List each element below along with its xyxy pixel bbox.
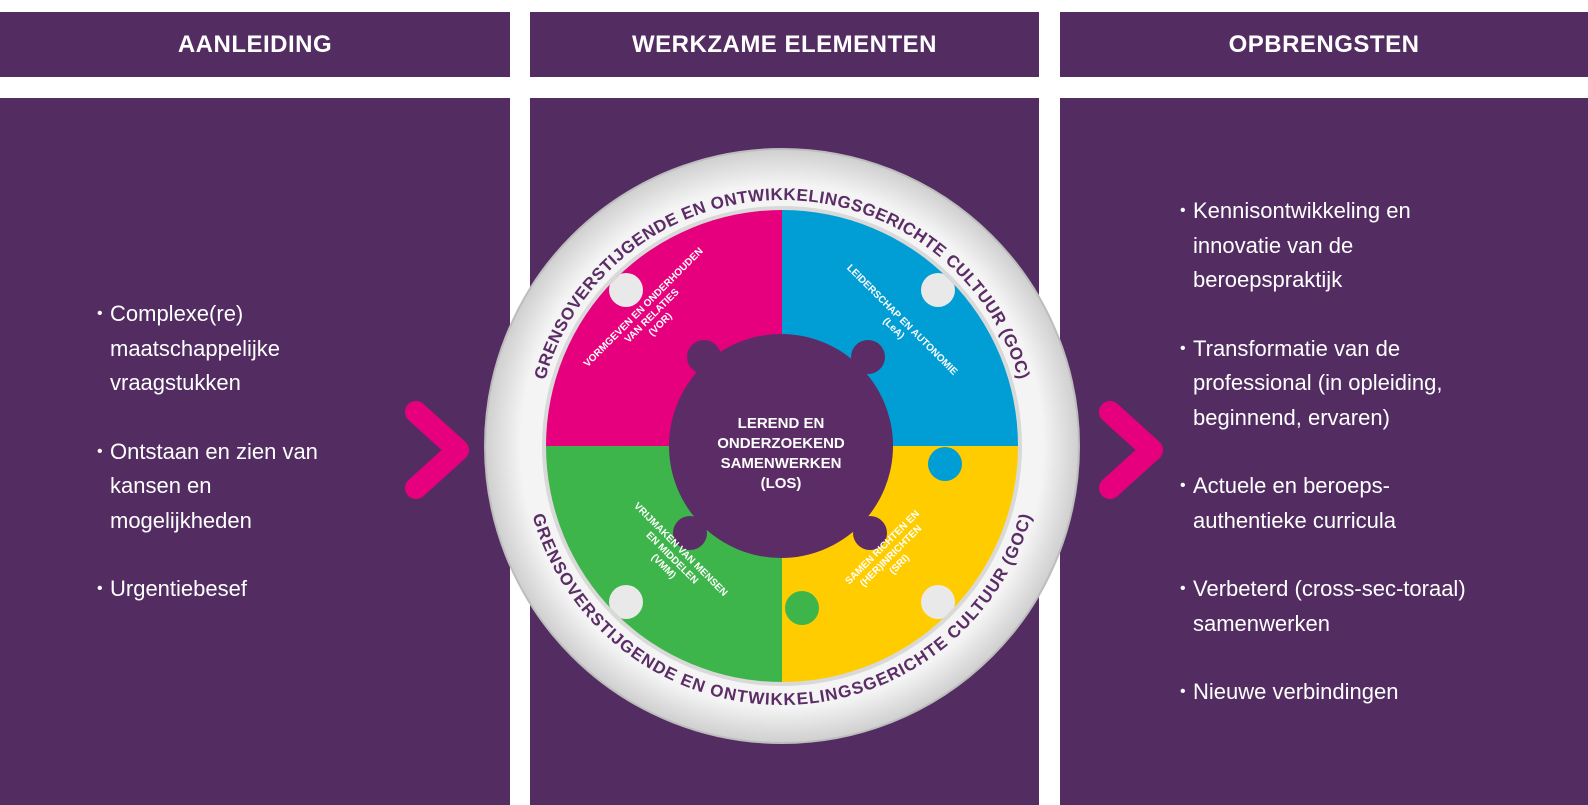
center-label-line2: ONDERZOEKEND [717,435,845,452]
header-werkzame-elementen: WERKZAME ELEMENTEN [530,12,1039,77]
center-label-line3: SAMENWERKEN [721,455,842,472]
puzzle-notch [609,273,643,307]
puzzle-tab [785,263,819,297]
center-label-line1: LEREND EN [738,415,825,432]
list-item: Verbeterd (cross-sec-toraal) samenwerken [1180,572,1470,641]
list-item: Urgentiebesef [97,572,357,607]
puzzle-tab [785,591,819,625]
header-aanleiding-label: AANLEIDING [177,30,333,58]
list-item: Kennisontwikkeling en innovatie van de b… [1180,194,1470,298]
center-label-line4: (LOS) [761,475,802,492]
header-opbrengsten-label: OPBRENGSTEN [1228,30,1420,58]
puzzle-tab [928,447,962,481]
header-werkzame-elementen-label: WERKZAME ELEMENTEN [632,30,937,58]
chevron-right-icon [405,401,469,499]
puzzle-notch [609,585,643,619]
opbrengsten-list: Kennisontwikkeling en innovatie van de b… [1180,194,1470,744]
list-item: Actuele en beroeps-authentieke curricula [1180,469,1470,538]
header-opbrengsten: OPBRENGSTEN [1060,12,1588,77]
aanleiding-list: Complexe(re) maatschappelijke vraagstukk… [97,297,357,641]
list-item: Ontstaan en zien van kansen en mogelijkh… [97,435,357,539]
list-item: Complexe(re) maatschappelijke vraagstukk… [97,297,357,401]
chevron-right-icon [1099,401,1163,499]
puzzle-notch [921,585,955,619]
list-item: Nieuwe verbindingen [1180,675,1470,710]
puzzle-notch [921,273,955,307]
center-piece [669,334,893,558]
list-item: Transformatie van de professional (in op… [1180,332,1470,436]
header-aanleiding: AANLEIDING [0,12,510,77]
puzzle-tab [602,447,636,481]
